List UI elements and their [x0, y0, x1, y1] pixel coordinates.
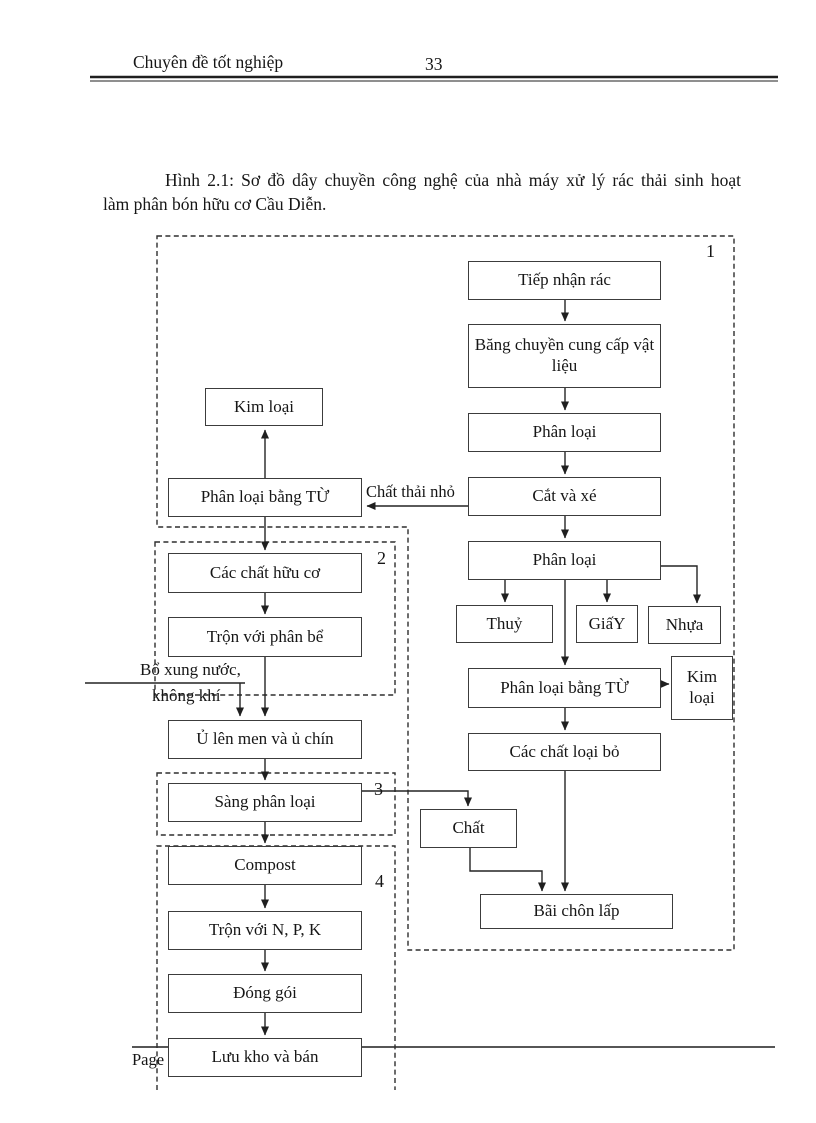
node-luu-kho-va-ban: Lưu kho và bán: [168, 1038, 362, 1077]
node-tiep-nhan-rac: Tiếp nhận rác: [468, 261, 661, 300]
node-nhua: Nhựa: [648, 606, 721, 644]
node-u-len-men-va-u-chin: Ủ lên men và ủ chín: [168, 720, 362, 759]
edge-label-khong-khi: không khí: [152, 686, 221, 705]
node-phan-loai-2: Phân loại: [468, 541, 661, 580]
region-4-label: 4: [375, 871, 384, 891]
node-phan-loai-bang-tu-right: Phân loại bằng TỪ: [468, 668, 661, 708]
edge-label-bo-xung-nuoc: Bổ xung nước,: [140, 660, 241, 679]
node-compost: Compost: [168, 846, 362, 885]
header-rule: [90, 75, 778, 82]
node-cac-chat-huu-co: Các chất hữu cơ: [168, 553, 362, 593]
node-giay: GiấY: [576, 605, 638, 643]
node-phan-loai-1: Phân loại: [468, 413, 661, 452]
region-3-border: [156, 772, 396, 836]
node-bai-chon-lap: Bãi chôn lấp: [480, 894, 673, 929]
region-2-border: [154, 541, 396, 696]
node-kim-loai-left: Kim loại: [205, 388, 323, 426]
node-phan-loai-bang-tu-left: Phân loại bằng TỪ: [168, 478, 362, 517]
node-chat: Chất: [420, 809, 517, 848]
header-title: Chuyên đề tốt nghiệp: [133, 52, 284, 72]
region-3-label: 3: [374, 779, 383, 799]
node-cat-va-xe: Cắt và xé: [468, 477, 661, 516]
node-tron-voi-phan-be: Trộn với phân bể: [168, 617, 362, 657]
node-tron-voi-npk: Trộn với N, P, K: [168, 911, 362, 950]
header-page-number: 33: [425, 54, 443, 74]
edge-label-chat-thai-nho: Chất thải nhỏ: [366, 482, 455, 501]
node-dong-goi: Đóng gói: [168, 974, 362, 1013]
region-1-border: [156, 235, 735, 951]
figure-caption-line1: Hình 2.1: Sơ đồ dây chuyền công nghệ của…: [165, 170, 741, 190]
node-thuy: Thuỷ: [456, 605, 553, 643]
node-cac-chat-loai-bo: Các chất loại bỏ: [468, 733, 661, 771]
node-bang-chuyen-cung-cap-vat-lieu: Băng chuyền cung cấp vật liệu: [468, 324, 661, 388]
footer-page-label: Page: [132, 1050, 165, 1069]
node-kim-loai-right: Kim loại: [671, 656, 733, 720]
region-2-label: 2: [377, 548, 386, 568]
region-1-label: 1: [706, 241, 715, 261]
figure-caption-line2: làm phân bón hữu cơ Cầu Diễn.: [103, 194, 327, 214]
node-sang-phan-loai: Sàng phân loại: [168, 783, 362, 822]
